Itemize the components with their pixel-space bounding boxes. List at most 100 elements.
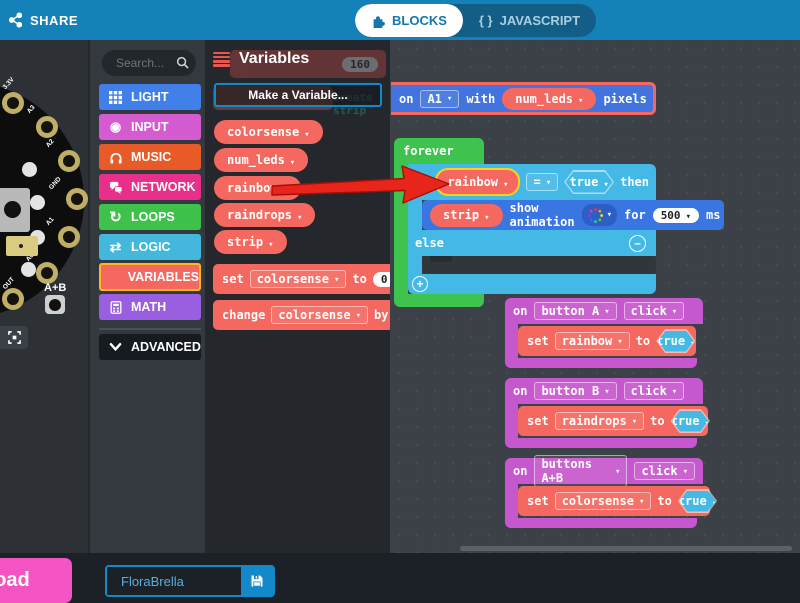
tab-javascript[interactable]: { } JAVASCRIPT: [463, 4, 596, 37]
category-light[interactable]: LIGHT: [99, 84, 201, 110]
grid-icon: [108, 90, 123, 104]
category-music[interactable]: MUSIC: [99, 144, 201, 170]
true-dropdown[interactable]: true: [658, 331, 694, 352]
save-button[interactable]: [241, 567, 273, 595]
variable-pill-strip[interactable]: strip: [214, 230, 287, 254]
board-pad[interactable]: [36, 116, 58, 138]
if-spine: [408, 200, 422, 230]
calculator-icon: [108, 300, 123, 314]
make-variable-button[interactable]: Make a Variable...: [214, 83, 382, 107]
board-pad[interactable]: [58, 150, 80, 172]
simulator-panel: 3.3V A3 A2 GND A1 A0 OUT A+B: [0, 40, 88, 553]
on-buttons-ab-spine: [505, 484, 518, 524]
category-network[interactable]: NETWORK: [99, 174, 201, 200]
variable-pill-num_leds[interactable]: num_leds: [214, 148, 309, 172]
strip-pill[interactable]: strip: [430, 203, 503, 227]
create-strip-block[interactable]: on A1 with num_leds pixels: [391, 82, 656, 115]
value-input[interactable]: 0: [372, 271, 390, 287]
forever-spine: [394, 164, 408, 294]
variable-pill-raindrops[interactable]: raindrops: [214, 203, 316, 227]
category-loops[interactable]: ↻ LOOPS: [99, 204, 201, 230]
true-dropdown[interactable]: true: [672, 411, 708, 432]
board-pad[interactable]: [2, 288, 24, 310]
tab-blocks[interactable]: BLOCKS: [355, 4, 463, 37]
set-rainbow-block[interactable]: set rainbow to true: [518, 326, 696, 356]
remove-else-button[interactable]: –: [629, 234, 646, 252]
button-dropdown[interactable]: button B: [534, 382, 617, 400]
rainbow-condition-pill[interactable]: rainbow: [435, 168, 521, 196]
blocks-workspace[interactable]: on A1 with num_leds pixels forever if ra…: [390, 40, 800, 553]
variable-dropdown[interactable]: colorsense: [554, 492, 652, 510]
board-pad[interactable]: [66, 188, 88, 210]
variables-icon: [213, 50, 230, 68]
forever-footer: [394, 294, 484, 307]
board-pad[interactable]: [36, 262, 58, 284]
change-variable-block[interactable]: change colorsense by 1: [213, 300, 390, 330]
forever-block[interactable]: forever: [394, 138, 484, 164]
variable-dropdown[interactable]: raindrops: [554, 412, 645, 430]
category-label: LOOPS: [131, 210, 175, 224]
on-buttons-ab-footer: [505, 518, 697, 528]
category-advanced[interactable]: ADVANCED: [99, 334, 201, 360]
category-label: VARIABLES: [127, 270, 199, 284]
variables-flyout: 160 create strip Variables Make a Variab…: [205, 40, 390, 553]
button-dropdown[interactable]: buttons A+B: [534, 455, 628, 487]
share-button[interactable]: SHARE: [8, 9, 78, 31]
block-toolbox: LIGHT ◉ INPUT MUSIC NETWORK ↻ LOOPS ⇄ LO…: [88, 40, 207, 553]
add-else-button[interactable]: +: [412, 276, 428, 292]
tab-blocks-label: BLOCKS: [392, 13, 447, 28]
empty-statement-slot[interactable]: [422, 256, 656, 274]
variable-pill-colorsense[interactable]: colorsense: [214, 120, 323, 144]
comparison-dropdown[interactable]: =: [526, 173, 559, 191]
set-raindrops-block[interactable]: set raindrops to true: [518, 406, 708, 436]
download-button[interactable]: Download: [0, 558, 72, 603]
num-leds-pill[interactable]: num_leds: [502, 87, 597, 110]
if-bottom-row: +: [408, 274, 656, 294]
board-pad[interactable]: [2, 92, 24, 114]
shuffle-icon: ⇄: [109, 238, 122, 255]
true-hex-outline: true: [564, 170, 614, 194]
bottom-bar: Download: [0, 553, 800, 603]
category-math[interactable]: MATH: [99, 294, 201, 320]
port-dropdown[interactable]: A1: [420, 89, 460, 108]
category-label: LOGIC: [131, 240, 171, 254]
event-dropdown[interactable]: click: [623, 382, 685, 400]
on-buttons-ab-block[interactable]: on buttons A+B click: [505, 455, 703, 487]
duration-dropdown[interactable]: 500: [652, 207, 699, 223]
event-dropdown[interactable]: click: [634, 462, 695, 480]
ab-button-label: A+B: [44, 282, 67, 294]
variable-dropdown[interactable]: colorsense: [271, 306, 369, 324]
true-dropdown[interactable]: true: [566, 172, 613, 193]
share-icon: [8, 12, 23, 28]
board-pad[interactable]: [58, 226, 80, 248]
true-dropdown[interactable]: true: [679, 491, 715, 512]
category-variables-selected[interactable]: VARIABLES: [99, 263, 201, 291]
chat-bubbles-icon: [108, 181, 123, 194]
board-led: [21, 262, 36, 277]
true-hex-outline: true: [678, 489, 717, 513]
category-label: MUSIC: [131, 150, 172, 164]
fullscreen-button[interactable]: [0, 326, 28, 349]
variable-dropdown[interactable]: rainbow: [554, 332, 630, 350]
button-dropdown[interactable]: button A: [534, 302, 617, 320]
category-input[interactable]: ◉ INPUT: [99, 114, 201, 140]
on-button-b-block[interactable]: on button B click: [505, 378, 703, 404]
set-variable-block[interactable]: set colorsense to 0: [213, 264, 390, 294]
if-block[interactable]: if rainbow = true then: [408, 164, 656, 200]
set-colorsense-block[interactable]: set colorsense to true: [518, 486, 710, 516]
ab-button[interactable]: [45, 295, 65, 314]
show-animation-block[interactable]: strip show animation ▾ for 500 ms: [422, 200, 724, 230]
filename-input[interactable]: [107, 567, 241, 595]
slide-switch[interactable]: [0, 188, 30, 232]
event-dropdown[interactable]: click: [623, 302, 685, 320]
category-logic[interactable]: ⇄ LOGIC: [99, 234, 201, 260]
variable-dropdown[interactable]: colorsense: [249, 270, 347, 288]
share-label: SHARE: [30, 12, 79, 28]
top-bar: SHARE BLOCKS { } JAVASCRIPT: [0, 0, 800, 40]
animation-dropdown[interactable]: ▾: [581, 204, 617, 226]
toolbox-divider: [99, 328, 201, 330]
variable-pill-rainbow[interactable]: rainbow: [214, 176, 301, 200]
on-button-a-block[interactable]: on button A click: [505, 298, 703, 324]
horizontal-scrollbar[interactable]: [460, 546, 792, 551]
search-input[interactable]: [102, 50, 196, 76]
